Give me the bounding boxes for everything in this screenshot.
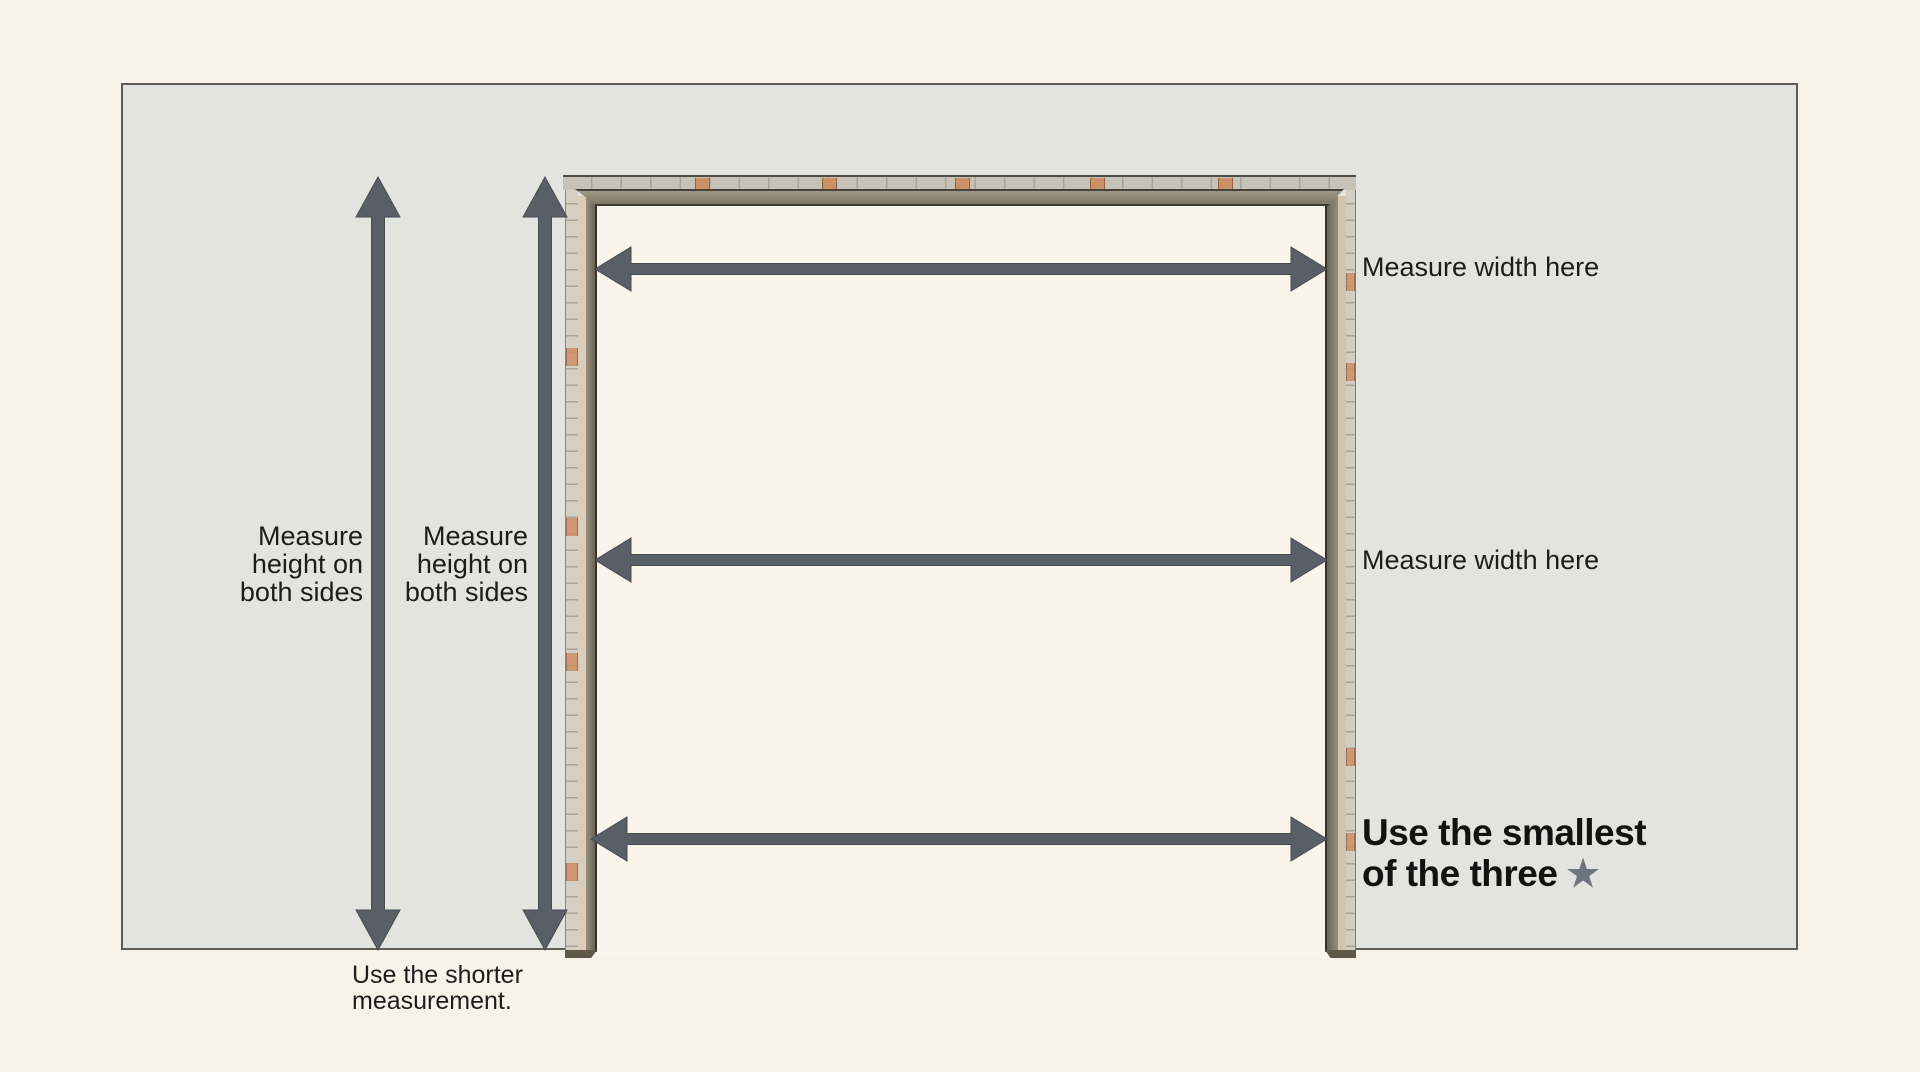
- label-line: both sides: [404, 577, 528, 607]
- label-text: Measure width here: [1362, 545, 1600, 575]
- right-jamb-trim: [1338, 196, 1346, 952]
- label-use-shorter: Use the shorter measurement.: [352, 962, 523, 1014]
- wood-block: [1090, 178, 1105, 190]
- label-line: Use the smallest: [1362, 812, 1647, 853]
- label-measure-height-right: Measure height on both sides: [328, 522, 528, 606]
- label-text: of the three: [1362, 853, 1558, 894]
- star-icon: ★: [1566, 853, 1600, 894]
- left-jamb-trim: [578, 196, 586, 952]
- right-jamb-bottom-cap: [1325, 950, 1356, 958]
- wood-block: [1346, 273, 1355, 291]
- wood-block: [566, 518, 578, 536]
- left-jamb-outer-board: [565, 188, 578, 952]
- header-beam: [575, 189, 1344, 206]
- label-line: Use the shorter: [352, 961, 523, 989]
- left-jamb-bottom-cap: [565, 950, 597, 958]
- label-line: measurement.: [352, 987, 512, 1015]
- right-jamb-face: [1325, 196, 1338, 952]
- label-use-smallest: Use the smallest of the three★: [1362, 812, 1647, 894]
- wood-block: [1346, 833, 1355, 851]
- wood-block: [1346, 363, 1355, 381]
- wood-block: [822, 178, 837, 190]
- door-opening: [597, 204, 1325, 958]
- wood-block: [566, 348, 578, 366]
- label-line: Measure: [257, 521, 363, 551]
- wood-block: [695, 178, 710, 190]
- label-line: height on: [416, 549, 528, 579]
- label-measure-width-top: Measure width here: [1362, 252, 1599, 282]
- wood-block: [1218, 178, 1233, 190]
- wood-block: [566, 653, 578, 671]
- label-line: Measure: [422, 521, 528, 551]
- label-line: of the three★: [1362, 853, 1646, 894]
- wood-block: [955, 178, 970, 190]
- wood-block: [566, 863, 578, 881]
- left-jamb-face: [586, 196, 597, 952]
- wood-block: [1346, 748, 1355, 766]
- header-top-board: [563, 175, 1356, 190]
- label-text: Measure width here: [1362, 252, 1600, 282]
- label-line: height on: [251, 549, 363, 579]
- label-line: both sides: [239, 577, 363, 607]
- label-measure-height-left: Measure height on both sides: [163, 522, 363, 606]
- label-measure-width-middle: Measure width here: [1362, 545, 1599, 575]
- right-jamb-outer-board: [1346, 188, 1356, 952]
